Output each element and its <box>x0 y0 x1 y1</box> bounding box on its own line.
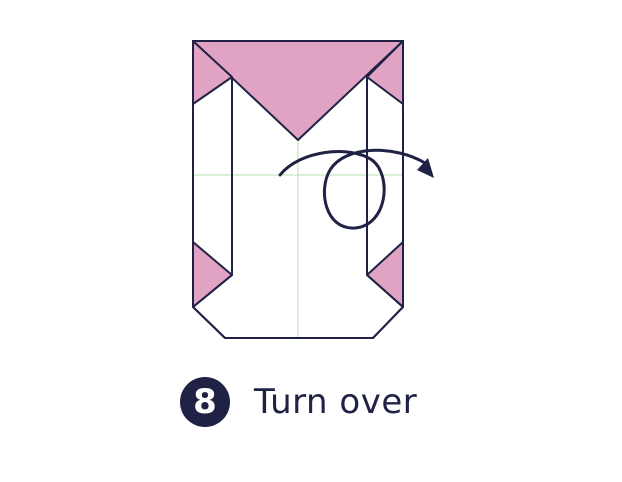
bottom-right-diagonal <box>366 274 404 308</box>
bottom-left-diagonal <box>192 274 233 308</box>
step-number-badge: 8 <box>180 377 230 427</box>
step-instruction-label: Turn over <box>254 382 418 422</box>
turn-over-arrow-icon <box>278 148 434 230</box>
paper-outline-top <box>192 40 404 339</box>
